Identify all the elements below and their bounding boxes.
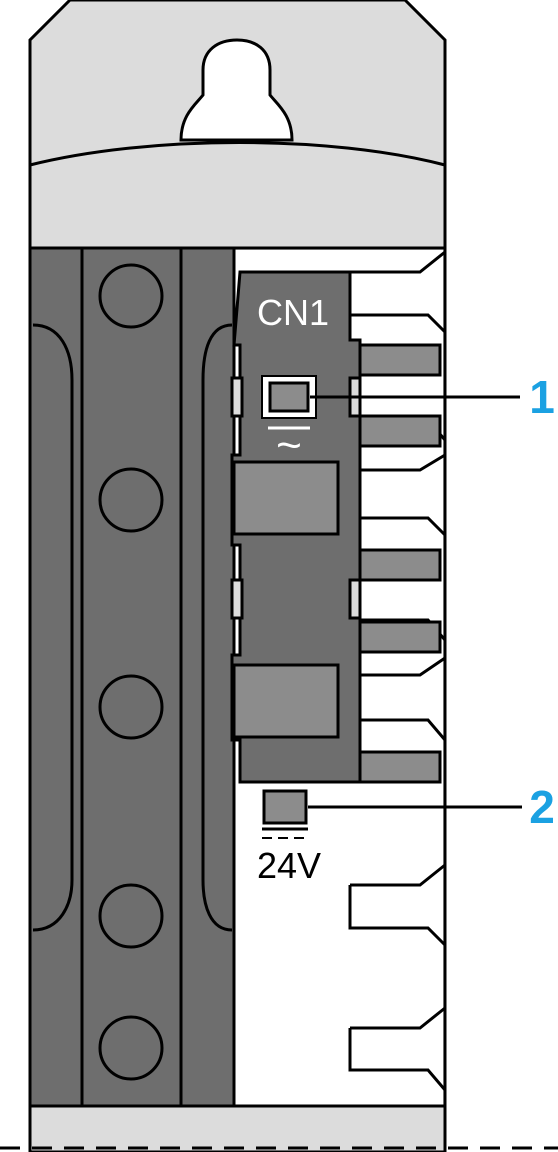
rail-screw — [98, 467, 164, 533]
rail-screw — [98, 263, 164, 329]
rail-right-contour — [201, 323, 233, 932]
ac-symbol: ~ — [276, 421, 302, 470]
dc-led — [262, 789, 308, 825]
connector-plug — [232, 663, 340, 739]
rail-screw — [98, 883, 164, 949]
connector-label: CN1 — [257, 292, 329, 333]
rail-screw — [98, 1015, 164, 1081]
rail-left-contour — [32, 323, 74, 932]
callout-1-number: 1 — [529, 371, 555, 423]
connector-plug — [232, 460, 340, 536]
top-band-line — [29, 141, 446, 167]
dc-voltage-label: 24V — [257, 845, 321, 886]
mounting-keyhole — [179, 38, 294, 142]
rail-screw — [98, 674, 164, 740]
ac-led — [268, 381, 310, 413]
callout-2-number: 2 — [529, 781, 555, 833]
contact-tabs — [356, 343, 442, 784]
